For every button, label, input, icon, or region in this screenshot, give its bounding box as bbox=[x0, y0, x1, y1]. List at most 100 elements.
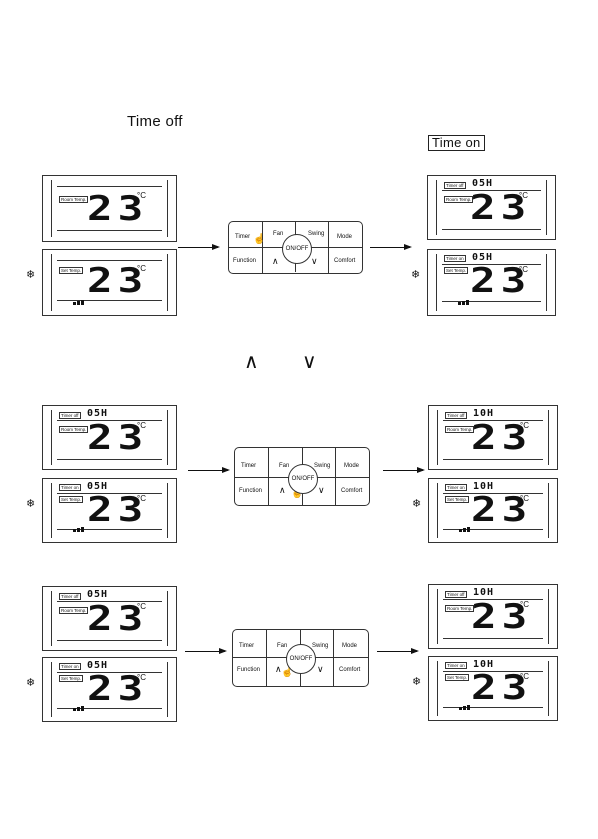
onoff-button[interactable]: ON/OFF bbox=[288, 464, 318, 494]
lcd-room-temp: Room Temp. 23 °C bbox=[42, 175, 177, 242]
time-on-heading: Time on bbox=[428, 135, 485, 151]
timer-on-label: Timer on bbox=[444, 255, 466, 262]
comfort-button[interactable]: Comfort bbox=[341, 488, 363, 494]
down-button[interactable]: ∨ bbox=[317, 664, 324, 674]
function-button[interactable]: Function bbox=[239, 488, 263, 494]
lcd-set-temp-timer-on: Timer on 05H ❄ Set Temp. 23 °C bbox=[26, 478, 177, 543]
down-button[interactable]: ∨ bbox=[311, 256, 318, 266]
fan-button[interactable]: Fan bbox=[273, 231, 284, 237]
snowflake-icon: ❄ bbox=[412, 676, 422, 688]
timer-value: 10H bbox=[473, 587, 495, 598]
up-button[interactable]: ∧ bbox=[275, 664, 282, 674]
temp-unit: °C bbox=[520, 494, 529, 503]
down-button[interactable]: ∨ bbox=[318, 485, 325, 495]
onoff-button[interactable]: ON/OFF bbox=[286, 644, 316, 674]
temp-unit: °C bbox=[520, 672, 529, 681]
down-chevron-icon: ∨ bbox=[302, 349, 317, 373]
swing-button[interactable]: Swing bbox=[312, 643, 329, 649]
mode-button[interactable]: Mode bbox=[342, 643, 358, 649]
up-button[interactable]: ∧ bbox=[279, 485, 286, 495]
fan-speed-icon bbox=[73, 519, 85, 537]
fan-speed-icon bbox=[73, 698, 85, 716]
fan-speed-icon bbox=[73, 292, 85, 310]
set-temp-label: Set Temp. bbox=[59, 496, 84, 503]
room-temp-label: Room Temp. bbox=[59, 426, 89, 433]
timer-value: 10H bbox=[473, 481, 495, 492]
temperature-display: 23 bbox=[87, 599, 149, 639]
temperature-display: 23 bbox=[471, 668, 533, 708]
timer-value: 05H bbox=[472, 252, 494, 263]
hand-pointer-icon: ☝ bbox=[291, 488, 304, 499]
swing-button[interactable]: Swing bbox=[308, 231, 325, 237]
room-temp-label: Room Temp. bbox=[445, 426, 475, 433]
timer-on-label: Timer on bbox=[445, 484, 467, 491]
function-button[interactable]: Function bbox=[233, 258, 257, 264]
timer-off-label: Timer off bbox=[444, 182, 466, 189]
arrow-right-icon bbox=[383, 467, 425, 473]
timer-off-label: Timer off bbox=[445, 591, 467, 598]
arrow-right-icon bbox=[185, 648, 227, 654]
remote-panel: Timer ☝ Fan Swing Mode Function ∧ ∨ Comf… bbox=[228, 221, 363, 274]
timer-value: 10H bbox=[473, 659, 495, 670]
hand-pointer-icon: ☝ bbox=[253, 234, 266, 245]
swing-button[interactable]: Swing bbox=[314, 463, 331, 469]
temp-unit: °C bbox=[519, 265, 528, 274]
timer-value: 05H bbox=[87, 481, 109, 492]
temperature-display: 23 bbox=[87, 189, 149, 229]
timer-value: 05H bbox=[472, 178, 494, 189]
room-temp-label: Room Temp. bbox=[444, 196, 474, 203]
mode-button[interactable]: Mode bbox=[337, 234, 353, 240]
temperature-display: 23 bbox=[87, 669, 149, 709]
temp-unit: °C bbox=[137, 602, 146, 611]
remote-panel: Timer Fan Swing Mode Function ∧ ☝ ∨ Comf… bbox=[234, 447, 370, 506]
temp-unit: °C bbox=[137, 264, 146, 273]
timer-value: 10H bbox=[473, 408, 495, 419]
lcd-room-temp-timer-off: Timer off 05H Room Temp. 23 °C bbox=[42, 586, 177, 651]
temperature-display: 23 bbox=[470, 261, 532, 301]
timer-button[interactable]: Timer bbox=[239, 643, 255, 649]
snowflake-icon: ❄ bbox=[412, 498, 422, 510]
temperature-display: 23 bbox=[471, 597, 533, 637]
set-temp-label: Set Temp. bbox=[59, 675, 84, 682]
comfort-button[interactable]: Comfort bbox=[339, 667, 361, 673]
timer-on-label: Timer on bbox=[445, 662, 467, 669]
temp-unit: °C bbox=[137, 494, 146, 503]
function-button[interactable]: Function bbox=[237, 667, 261, 673]
timer-off-label: Timer off bbox=[59, 412, 81, 419]
lcd-room-temp-timer-off: Timer off 05H Room Temp. 23 °C bbox=[42, 405, 177, 470]
temperature-display: 23 bbox=[471, 490, 533, 530]
mode-button[interactable]: Mode bbox=[344, 463, 360, 469]
fan-speed-icon bbox=[459, 697, 471, 715]
timer-off-label: Timer off bbox=[59, 593, 81, 600]
timer-on-label: Timer on bbox=[59, 484, 81, 491]
comfort-button[interactable]: Comfort bbox=[334, 258, 356, 264]
arrow-right-icon bbox=[178, 244, 220, 250]
timer-button[interactable]: Timer bbox=[241, 463, 257, 469]
lcd-room-temp-timer-off: Timer off 10H Room Temp. 23 °C bbox=[428, 584, 558, 649]
temperature-display: 23 bbox=[471, 418, 533, 458]
room-temp-label: Room Temp. bbox=[445, 605, 475, 612]
temp-unit: °C bbox=[519, 191, 528, 200]
up-button[interactable]: ∧ bbox=[272, 256, 279, 266]
fan-button[interactable]: Fan bbox=[279, 463, 290, 469]
fan-speed-icon bbox=[458, 292, 470, 310]
onoff-button[interactable]: ON/OFF bbox=[282, 234, 312, 264]
timer-button[interactable]: Timer bbox=[235, 234, 251, 240]
temp-unit: °C bbox=[520, 421, 529, 430]
snowflake-icon: ❄ bbox=[26, 677, 36, 689]
remote-panel: Timer Fan Swing Mode Function ∧ ☝ ∨ Comf… bbox=[232, 629, 369, 687]
set-temp-label: Set Temp. bbox=[444, 267, 469, 274]
timer-off-label: Timer off bbox=[445, 412, 467, 419]
temp-unit: °C bbox=[137, 673, 146, 682]
temp-unit: °C bbox=[137, 421, 146, 430]
fan-button[interactable]: Fan bbox=[277, 643, 288, 649]
lcd-set-temp-timer-on: Timer on 05H ❄ Set Temp. 23 °C bbox=[26, 657, 177, 722]
arrow-right-icon bbox=[188, 467, 230, 473]
arrow-right-icon bbox=[377, 648, 419, 654]
snowflake-icon: ❄ bbox=[411, 269, 421, 281]
lcd-room-temp-timer-off: Timer off 05H Room Temp. 23 °C bbox=[427, 175, 556, 240]
temp-unit: °C bbox=[137, 191, 146, 200]
temperature-display: 23 bbox=[87, 261, 149, 301]
temp-unit: °C bbox=[520, 600, 529, 609]
timer-value: 05H bbox=[87, 408, 109, 419]
